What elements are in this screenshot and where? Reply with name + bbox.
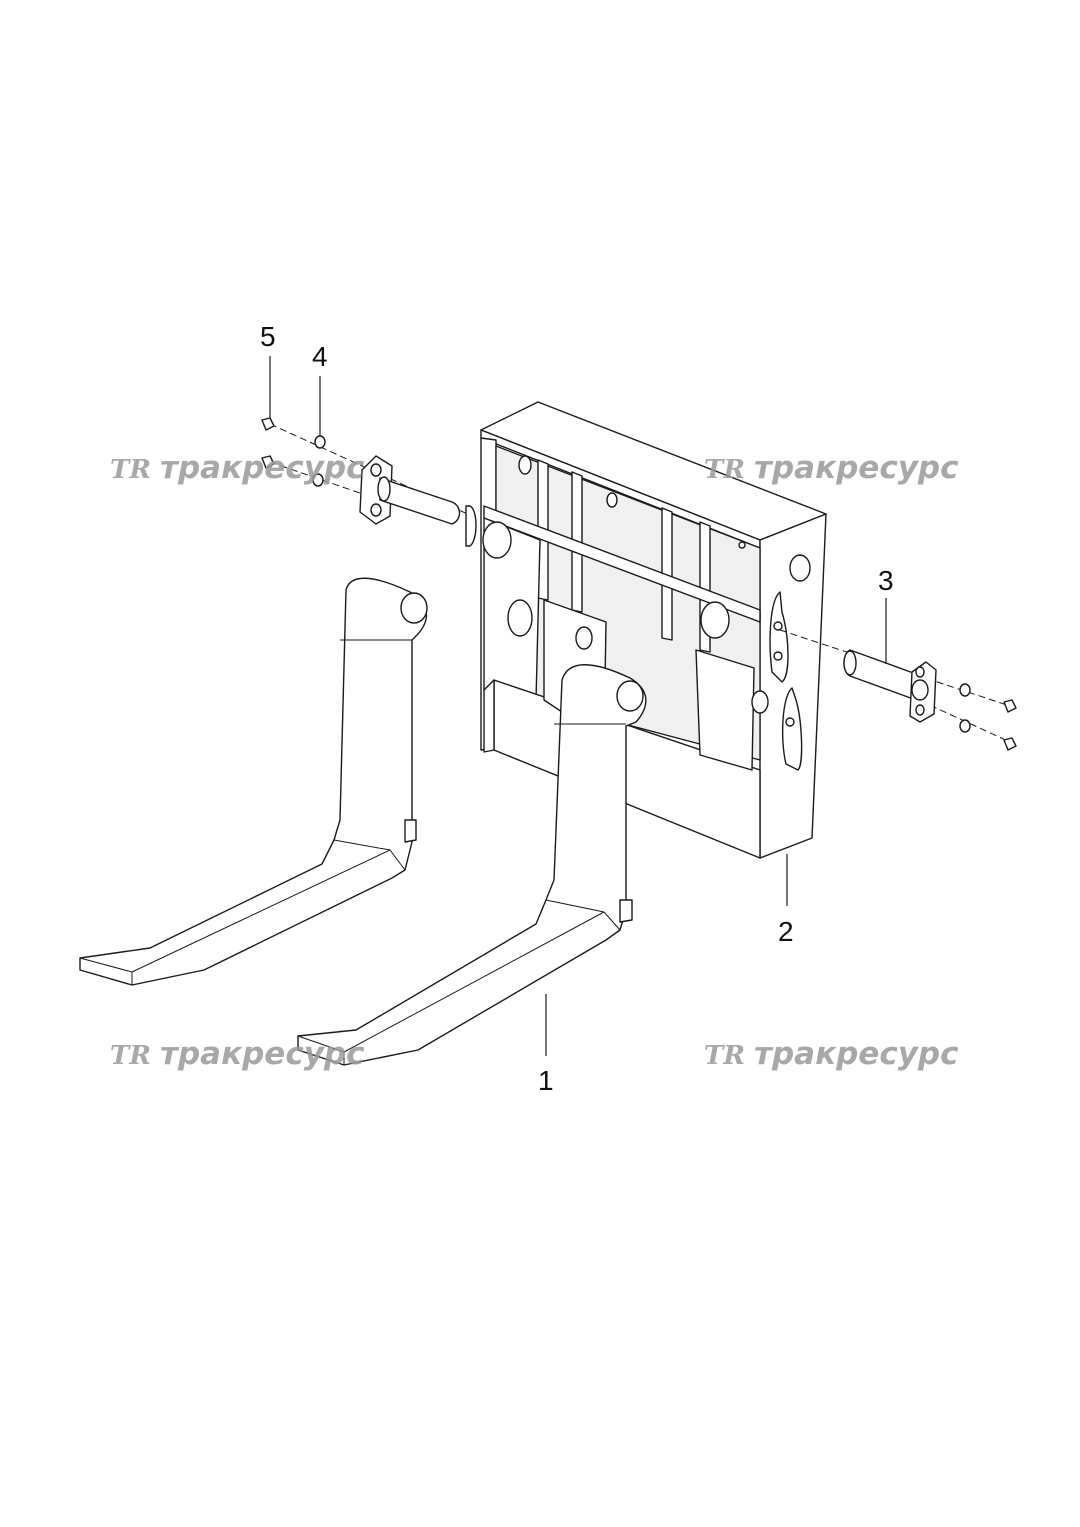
right-pin-assembly — [779, 629, 1017, 751]
watermark-bottom-left: TR тракресурс — [110, 1036, 365, 1072]
rear-fork-tine — [79, 577, 428, 986]
callout-2: 2 — [778, 916, 794, 947]
leader-lines — [269, 356, 887, 1056]
watermark-top-left: TR тракресурс — [110, 450, 365, 486]
watermark-logo: TR — [704, 1041, 745, 1071]
watermark-bottom-right: TR тракресурс — [704, 1036, 959, 1072]
callout-5: 5 — [260, 321, 276, 352]
watermark-logo: TR — [110, 455, 151, 485]
watermark-text: тракресурс — [160, 1036, 365, 1072]
watermark-text: тракресурс — [754, 1036, 959, 1072]
watermark-text: тракресурс — [160, 450, 365, 486]
watermark-logo: TR — [110, 1041, 151, 1071]
watermark-text: тракресурс — [754, 450, 959, 486]
fork-carriage-frame — [480, 401, 827, 859]
watermark-top-right: TR тракресурс — [704, 450, 959, 486]
front-fork-tine — [297, 664, 647, 1066]
left-pin-assembly — [261, 417, 477, 547]
callout-4: 4 — [312, 341, 328, 372]
watermark-logo: TR — [704, 455, 745, 485]
callout-3: 3 — [878, 565, 894, 596]
callout-labels: 1 2 3 4 5 — [260, 321, 894, 1096]
callout-1: 1 — [538, 1065, 554, 1096]
